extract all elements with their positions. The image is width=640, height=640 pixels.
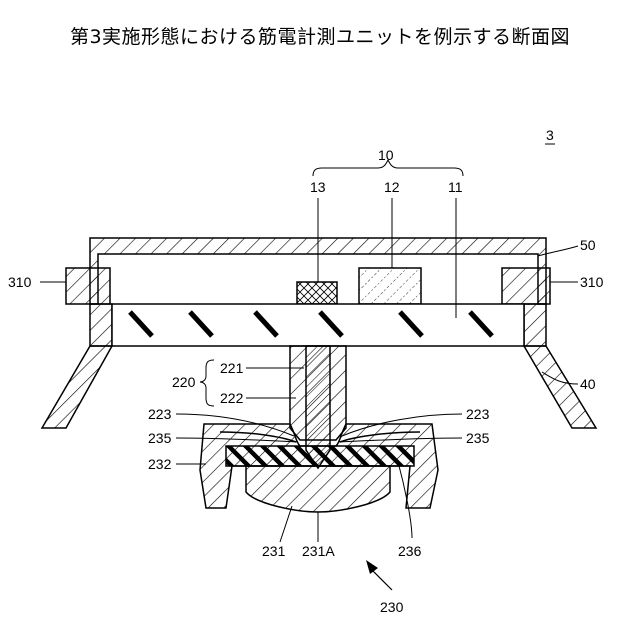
arrow-230 (366, 560, 392, 590)
label-10: 10 (378, 147, 394, 163)
label-40: 40 (580, 376, 596, 392)
label-222: 222 (220, 390, 244, 406)
label-223-right: 223 (466, 406, 490, 422)
label-12: 12 (384, 179, 400, 195)
strip-236 (226, 446, 414, 466)
component-12 (359, 268, 421, 304)
label-310-left: 310 (8, 274, 32, 290)
block-310-left (66, 268, 110, 304)
label-310-right: 310 (580, 274, 604, 290)
component-13 (297, 282, 337, 304)
label-13: 13 (310, 179, 326, 195)
label-231A: 231A (302, 543, 335, 559)
label-232: 232 (148, 456, 172, 472)
label-221: 221 (220, 360, 244, 376)
label-220: 220 (172, 374, 196, 390)
electrode-231 (246, 466, 390, 512)
brace-220 (200, 360, 214, 406)
wall-left (90, 304, 112, 346)
block-310-right (502, 268, 550, 304)
label-235-left: 235 (148, 430, 172, 446)
label-231: 231 (262, 543, 286, 559)
label-235-right: 235 (466, 430, 490, 446)
label-223-left: 223 (148, 406, 172, 422)
label-11: 11 (448, 179, 463, 195)
wall-right (524, 304, 546, 346)
strap-left-40 (42, 346, 112, 428)
label-236: 236 (398, 543, 422, 559)
label-230: 230 (380, 599, 404, 615)
label-50: 50 (580, 237, 596, 253)
label-fig: 3 (546, 127, 554, 143)
substrate-11 (112, 304, 524, 346)
